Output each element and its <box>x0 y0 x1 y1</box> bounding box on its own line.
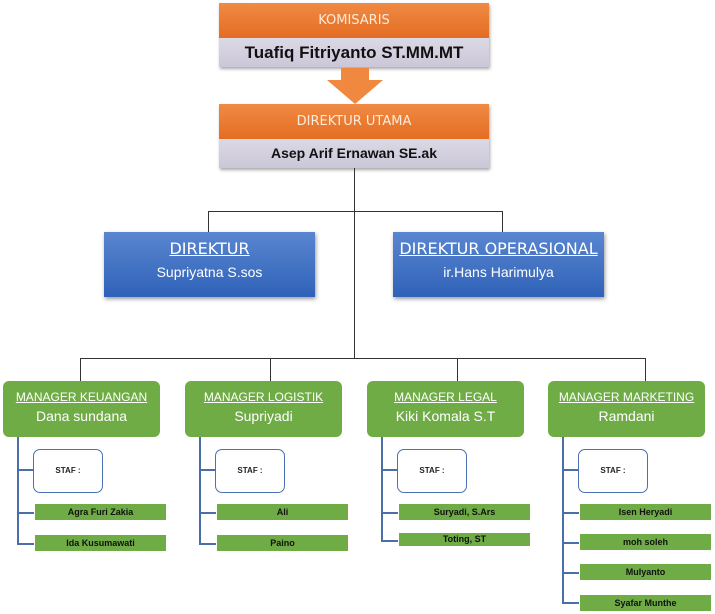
staff-member: Toting, ST <box>399 533 530 546</box>
connector-line <box>80 358 645 359</box>
connector-line <box>270 358 271 381</box>
staff-connector <box>562 512 579 514</box>
staff-connector <box>17 469 34 471</box>
manager-name: Dana sundana <box>35 408 128 424</box>
staff-member: Suryadi, S.Ars <box>399 504 530 520</box>
staf-label-box: STAF : <box>397 449 467 493</box>
direktur-utama-box: DIREKTUR UTAMA Asep Arif Ernawan SE.ak <box>219 104 489 168</box>
manager-marketing-box: MANAGER MARKETING Ramdani <box>548 381 705 437</box>
staff-member: Syafar Munthe <box>580 595 711 611</box>
manager-title: MANAGER LOGISTIK <box>203 390 324 404</box>
direktur-operasional-box: DIREKTUR OPERASIONAL ir.Hans Harimulya <box>393 232 604 297</box>
staff-connector <box>381 540 398 542</box>
staff-connector <box>199 469 216 471</box>
staff-member: Paino <box>217 535 348 551</box>
manager-name: Ramdani <box>598 408 655 424</box>
staff-member: Ali <box>217 504 348 520</box>
connector-line <box>80 358 81 381</box>
manager-name: Kiki Komala S.T <box>395 408 496 424</box>
staf-label-box: STAF : <box>33 449 103 493</box>
staff-connector <box>199 512 216 514</box>
komisaris-title: KOMISARIS <box>219 3 489 38</box>
staf-label-box: STAF : <box>215 449 285 493</box>
staff-connector <box>562 469 579 471</box>
direktur-operasional-title: DIREKTUR OPERASIONAL <box>399 239 598 258</box>
connector-line <box>354 168 355 358</box>
staff-connector <box>381 437 383 542</box>
staff-member: Agra Furi Zakia <box>35 504 166 520</box>
direktur-operasional-name: ir.Hans Harimulya <box>443 264 554 280</box>
manager-title: MANAGER LEGAL <box>394 390 497 404</box>
direktur-utama-name: Asep Arif Ernawan SE.ak <box>219 139 489 168</box>
staff-connector <box>17 543 34 545</box>
connector-line <box>208 211 209 232</box>
manager-title: MANAGER MARKETING <box>558 390 695 404</box>
manager-legal-box: MANAGER LEGAL Kiki Komala S.T <box>367 381 524 437</box>
manager-keuangan-box: MANAGER KEUANGAN Dana sundana <box>3 381 160 437</box>
staff-connector <box>562 572 579 574</box>
staf-label-box: STAF : <box>578 449 648 493</box>
komisaris-name: Tuafiq Fitriyanto ST.MM.MT <box>219 38 489 67</box>
connector-line <box>645 358 646 381</box>
manager-name: Supriyadi <box>234 408 293 424</box>
connector-line <box>208 211 502 212</box>
staff-member: Mulyanto <box>580 564 711 580</box>
staff-connector <box>381 469 398 471</box>
direktur-box: DIREKTUR Supriyatna S.sos <box>104 232 315 297</box>
komisaris-box: KOMISARIS Tuafiq Fitriyanto ST.MM.MT <box>219 3 489 67</box>
staff-connector <box>17 512 34 514</box>
direktur-utama-title: DIREKTUR UTAMA <box>219 104 489 139</box>
staff-member: Ida Kusumawati <box>35 535 166 551</box>
manager-title: MANAGER KEUANGAN <box>15 390 148 404</box>
connector-line <box>502 211 503 232</box>
staff-connector <box>199 543 216 545</box>
staff-connector <box>17 437 19 545</box>
direktur-title: DIREKTUR <box>169 239 250 258</box>
staff-connector <box>381 512 398 514</box>
manager-logistik-box: MANAGER LOGISTIK Supriyadi <box>185 381 342 437</box>
direktur-name: Supriyatna S.sos <box>156 264 263 280</box>
down-arrow-icon <box>327 68 383 104</box>
staff-connector <box>562 602 579 604</box>
staff-member: Isen Heryadi <box>580 504 711 520</box>
staff-connector <box>562 437 564 604</box>
staff-member: moh soleh <box>580 534 711 550</box>
staff-connector <box>562 542 579 544</box>
staff-connector <box>199 437 201 545</box>
connector-line <box>457 358 458 381</box>
